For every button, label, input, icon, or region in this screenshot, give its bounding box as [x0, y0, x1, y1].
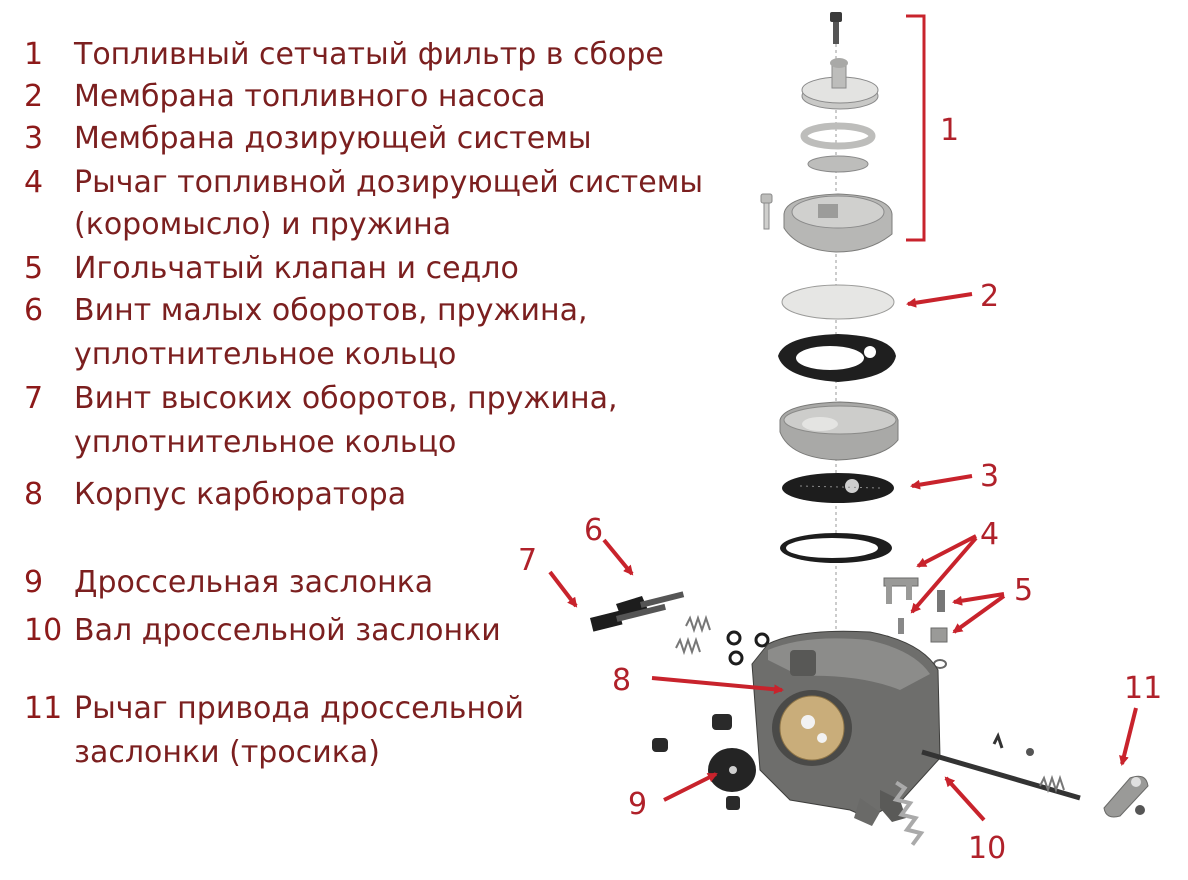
arrow-8	[651, 676, 784, 695]
membrane-icon	[782, 473, 894, 503]
callout-8: 8	[612, 663, 631, 698]
callout-7: 7	[518, 543, 537, 578]
legend-label: уплотнительное кольцо	[74, 337, 457, 372]
group-bracket	[906, 14, 926, 242]
legend-label: уплотнительное кольцо	[74, 425, 457, 460]
legend-label: Рычаг привода дроссельной	[74, 691, 524, 726]
filter-cover-icon	[779, 401, 899, 461]
arrow-6	[602, 538, 634, 576]
legend-label: Топливный сетчатый фильтр в сборе	[74, 37, 664, 72]
membrane-icon	[781, 284, 895, 320]
screw-icon	[930, 590, 948, 669]
callout-1: 1	[940, 113, 959, 148]
legend-label: Винт малых оборотов, пружина,	[74, 293, 588, 328]
membrane-icon	[652, 714, 756, 810]
throttle-lever-icon	[883, 577, 919, 634]
filter-cover-icon	[801, 58, 879, 110]
legend-item-11-cont: заслонки (тросика)	[0, 734, 760, 778]
legend-number: 3	[24, 121, 44, 156]
arrow-11	[1119, 707, 1138, 766]
throttle-lever-icon	[1103, 775, 1149, 818]
legend-item-9: 9 Дроссельная заслонка	[0, 564, 760, 608]
spring-icon	[675, 614, 770, 666]
spring-icon	[892, 732, 1081, 846]
legend-label: Игольчатый клапан и седло	[74, 251, 519, 286]
legend-item-7: 7 Винт высоких оборотов, пружина,	[0, 380, 760, 424]
legend-number: 8	[24, 477, 44, 512]
callout-4: 4	[980, 517, 999, 552]
callout-5: 5	[1014, 573, 1033, 608]
filter-cover-icon	[783, 193, 893, 253]
legend-number: 2	[24, 79, 44, 114]
arrow-4a	[916, 534, 977, 568]
legend-number: 4	[24, 165, 44, 200]
legend-item-6: 6 Винт малых оборотов, пружина,	[0, 292, 760, 336]
legend-number: 11	[24, 691, 63, 726]
gasket-ring-icon	[800, 122, 876, 150]
legend-item-6-cont: уплотнительное кольцо	[0, 336, 760, 380]
legend-label: Вал дроссельной заслонки	[74, 613, 501, 648]
arrow-9	[663, 772, 718, 802]
legend-item-5: 5 Игольчатый клапан и седло	[0, 250, 760, 294]
callout-3: 3	[980, 459, 999, 494]
arrow-5a	[952, 592, 1005, 606]
legend-label: (коромысло) и пружина	[74, 207, 452, 242]
legend-number: 1	[24, 37, 44, 72]
legend-number: 7	[24, 381, 44, 416]
legend-label: заслонки (тросика)	[74, 735, 380, 770]
arrow-5b	[952, 594, 1006, 634]
carburetor-body-icon	[751, 630, 941, 826]
callout-6: 6	[584, 513, 603, 548]
legend-label: Корпус карбюратора	[74, 477, 407, 512]
legend-number: 6	[24, 293, 44, 328]
legend-item-4-cont: (коромысло) и пружина	[0, 206, 760, 250]
legend-item-10: 10 Вал дроссельной заслонки	[0, 612, 760, 656]
legend-label: Мембрана топливного насоса	[74, 79, 546, 114]
screw-icon	[590, 591, 685, 632]
callout-9: 9	[628, 787, 647, 822]
legend-item-2: 2 Мембрана топливного насоса	[0, 78, 760, 122]
legend-label: Винт высоких оборотов, пружина,	[74, 381, 618, 416]
legend-label: Рычаг топливной дозирующей системы	[74, 165, 704, 200]
legend-number: 9	[24, 565, 44, 600]
arrow-10	[944, 776, 986, 822]
screw-icon	[760, 193, 773, 230]
legend-item-7-cont: уплотнительное кольцо	[0, 424, 760, 468]
arrow-7	[548, 570, 578, 608]
legend-item-11: 11 Рычаг привода дроссельной	[0, 690, 760, 734]
gasket-ring-icon	[780, 533, 892, 563]
callout-11: 11	[1124, 671, 1162, 706]
gasket-ring-icon	[778, 334, 896, 382]
legend-item-1: 1 Топливный сетчатый фильтр в сборе	[0, 36, 760, 80]
callout-10: 10	[968, 831, 1006, 866]
screw-icon	[830, 12, 842, 44]
arrow-2	[906, 292, 973, 308]
legend-item-3: 3 Мембрана дозирующей системы	[0, 120, 760, 164]
legend-item-8: 8 Корпус карбюратора	[0, 476, 760, 520]
membrane-icon	[807, 155, 869, 173]
legend-label: Мембрана дозирующей системы	[74, 121, 592, 156]
legend-number: 5	[24, 251, 44, 286]
arrow-3	[910, 474, 973, 490]
callout-2: 2	[980, 279, 999, 314]
legend-label: Дроссельная заслонка	[74, 565, 434, 600]
arrow-4b	[910, 536, 978, 614]
legend-number: 10	[24, 613, 63, 648]
legend-item-4: 4 Рычаг топливной дозирующей системы	[0, 164, 760, 208]
